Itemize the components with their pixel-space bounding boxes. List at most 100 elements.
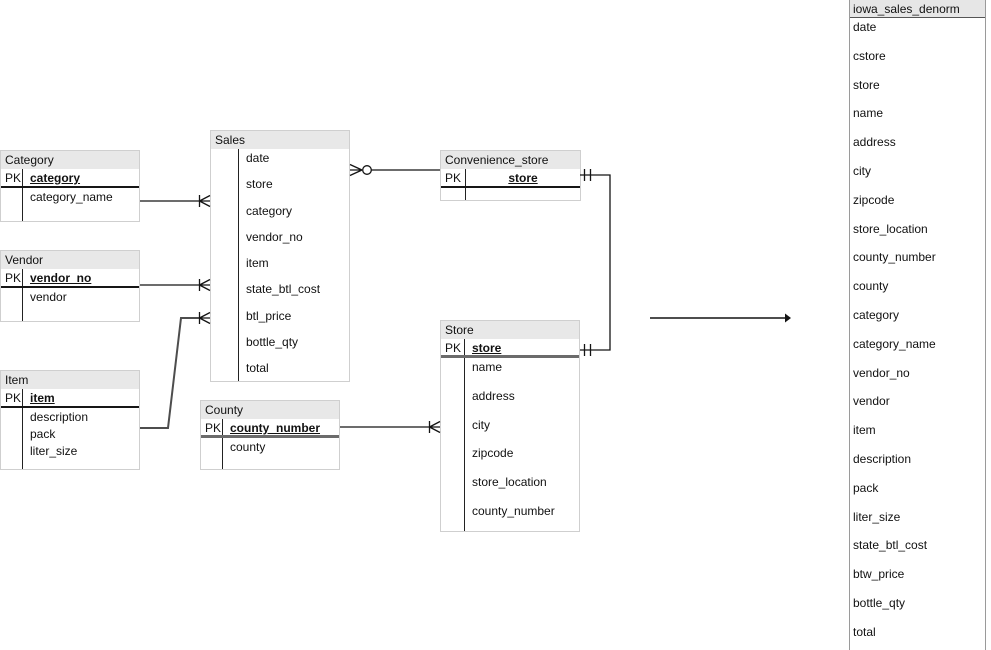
pk-gutter [1, 408, 23, 469]
field: description [853, 451, 912, 466]
field: county_number [472, 503, 555, 518]
pk-label: PK [441, 169, 466, 186]
field: category_name [30, 190, 113, 204]
field: vendor_no [853, 365, 910, 380]
pk-label: PK [1, 269, 23, 286]
pk-row: PK item [1, 389, 139, 408]
field: vendor [853, 394, 890, 409]
pk-field: store [508, 171, 538, 185]
pk-label: PK [441, 339, 465, 355]
field: category_name [853, 336, 936, 351]
crows-foot-icon [198, 311, 211, 325]
relationship-sales-convenience-store [349, 163, 440, 177]
field: date [246, 151, 270, 165]
pk-label: PK [201, 419, 223, 435]
pk-row: PK county_number [201, 419, 339, 438]
field: zipcode [472, 446, 514, 461]
field: state_btl_cost [853, 538, 928, 553]
field: pack [30, 426, 56, 441]
field: city [853, 163, 871, 178]
field: bottle_qty [853, 595, 906, 610]
entity-store-title: Store [441, 321, 579, 339]
field: total [246, 361, 269, 376]
entity-county: County PK county_number county [200, 400, 340, 470]
field: cstore [853, 48, 886, 63]
field: category [246, 203, 293, 218]
pk-gutter [1, 288, 23, 321]
field: liter_size [30, 443, 78, 458]
pk-label: PK [1, 169, 23, 186]
pk-field: item [30, 391, 55, 405]
denorm-table-title: iowa_sales_denorm [850, 0, 985, 18]
entity-vendor: Vendor PK vendor_no vendor [0, 250, 140, 322]
pk-field: vendor_no [30, 271, 92, 285]
entity-category-title: Category [1, 151, 139, 169]
entity-item-title: Item [1, 371, 139, 389]
field: item [853, 423, 876, 438]
field: name [472, 360, 503, 374]
field: vendor [30, 290, 67, 304]
field: bottle_qty [246, 335, 299, 350]
pk-gutter [211, 149, 239, 381]
field-list: description pack liter_size [23, 408, 139, 469]
field: total [853, 624, 876, 639]
field: name [853, 106, 884, 121]
pk-row: PK vendor_no [1, 269, 139, 288]
field: county_number [853, 250, 936, 265]
field: liter_size [853, 509, 901, 524]
field: address [472, 388, 515, 403]
crows-foot-icon [349, 163, 363, 177]
pk-label: PK [1, 389, 23, 406]
pk-row: PK category [1, 169, 139, 188]
entity-convenience-store-title: Convenience_store [441, 151, 580, 169]
relationship-vendor-sales [140, 278, 211, 292]
field: store [246, 177, 273, 192]
pk-gutter [441, 358, 465, 531]
denorm-arrow-icon [650, 313, 791, 323]
one-and-only-one-ticks-icon [583, 169, 592, 356]
pk-gutter [1, 188, 23, 221]
entity-vendor-title: Vendor [1, 251, 139, 269]
field: store_location [853, 221, 928, 236]
field: date [853, 20, 877, 34]
pk-gutter [441, 188, 466, 200]
optional-circle-icon [362, 165, 372, 175]
field-list: category_name [23, 188, 139, 221]
pk-row: PK store [441, 169, 580, 188]
entity-convenience-store: Convenience_store PK store [440, 150, 581, 201]
field: city [472, 417, 490, 432]
relationship-category-sales [140, 194, 211, 208]
crows-foot-icon [428, 420, 441, 434]
field-list [466, 188, 580, 200]
field: state_btl_cost [246, 282, 321, 297]
field-list: vendor [23, 288, 139, 321]
field: item [246, 256, 269, 271]
field: btw_price [853, 567, 905, 582]
field: store_location [472, 475, 547, 490]
entity-store: Store PK store name address city zipcode sto… [440, 320, 580, 532]
crows-foot-icon [198, 194, 211, 208]
relationship-convenience-store-store [580, 169, 611, 356]
pk-row: PK store [441, 339, 579, 358]
relationship-county-store [340, 420, 441, 434]
entity-item: Item PK item description pack liter_size [0, 370, 140, 470]
pk-field: store [472, 341, 502, 355]
pk-field: category [30, 171, 81, 185]
pk-field: county_number [230, 421, 321, 435]
pk-gutter [201, 438, 223, 469]
entity-sales-title: Sales [211, 131, 349, 149]
entity-county-title: County [201, 401, 339, 419]
field: county [230, 440, 266, 454]
crows-foot-icon [198, 278, 211, 292]
field: vendor_no [246, 229, 303, 244]
field: btl_price [246, 308, 292, 323]
field: description [30, 410, 89, 424]
field: address [853, 135, 896, 150]
field: store [853, 77, 880, 92]
field-list: county [223, 438, 339, 469]
